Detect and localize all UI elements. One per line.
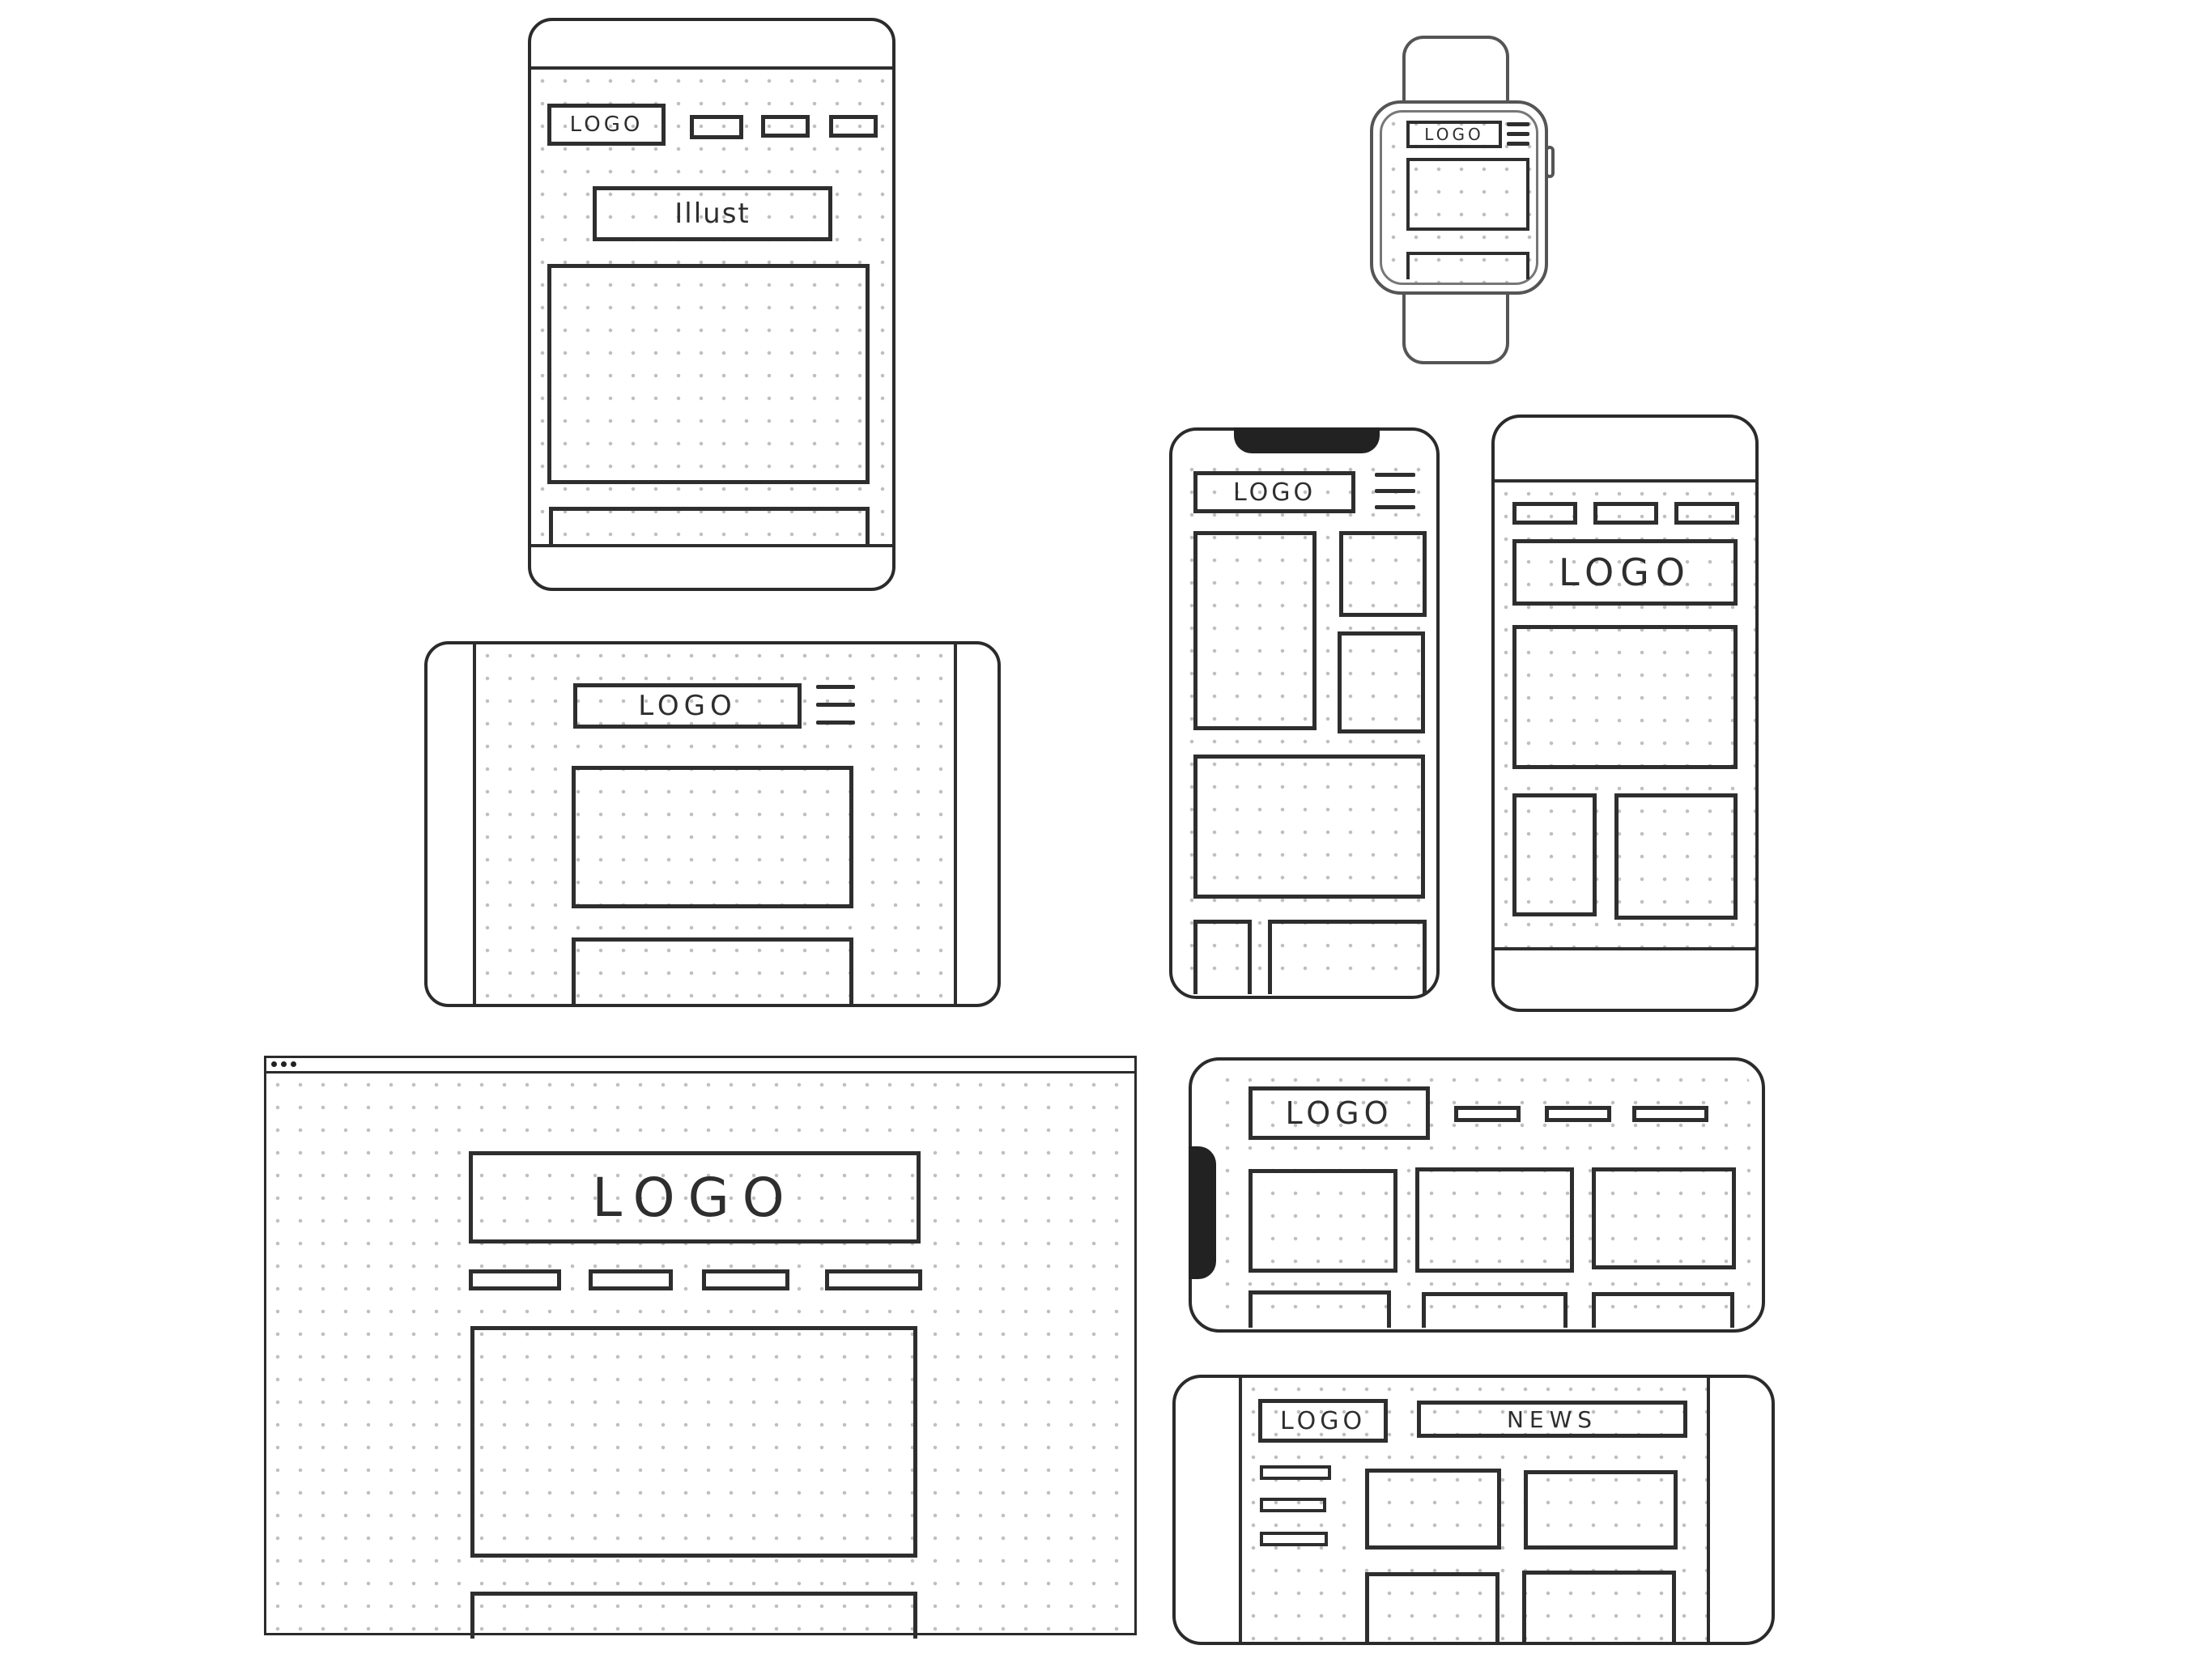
phone-classic-bottom-bezel	[1495, 947, 1755, 950]
logo-box: LOGO	[547, 104, 666, 146]
footer-content-box	[470, 1592, 917, 1639]
phone-landscape-classic-screen: LOGO NEWS	[1242, 1378, 1707, 1642]
tablet-portrait-screen: LOGO Illust	[531, 70, 892, 544]
logo-box: LOGO	[1193, 471, 1355, 513]
smartwatch-device: LOGO	[1370, 36, 1556, 364]
logo-box: LOGO	[1249, 1086, 1430, 1140]
footer-block	[1193, 920, 1252, 994]
news-card-box	[1524, 1470, 1678, 1550]
nav-item-box	[1512, 502, 1577, 525]
nav-item-box	[1674, 502, 1739, 525]
desktop-browser-window: LOGO	[264, 1056, 1137, 1639]
sidebar-link-box	[1260, 1532, 1328, 1546]
tablet-portrait-device: LOGO Illust	[528, 18, 895, 591]
tablet-landscape-left-bezel	[473, 644, 476, 1004]
camera-notch-icon	[1234, 427, 1380, 453]
hamburger-icon	[1375, 473, 1415, 512]
content-block-small	[1338, 631, 1425, 733]
content-block	[1415, 1167, 1574, 1273]
footer-content-box	[572, 937, 853, 1004]
logo-box: LOGO	[1512, 539, 1738, 606]
nav-item-box	[761, 115, 810, 138]
content-block	[1592, 1167, 1736, 1269]
nav-item-box	[469, 1269, 561, 1290]
logo-box: LOGO	[1258, 1399, 1388, 1443]
logo-box: LOGO	[469, 1151, 921, 1244]
sidebar-link-box	[1260, 1498, 1326, 1512]
tablet-landscape-screen: LOGO	[476, 644, 954, 1004]
news-card-box	[1522, 1571, 1676, 1642]
content-block-small	[1339, 531, 1427, 617]
phone-landscape-left-bezel	[1239, 1378, 1242, 1642]
tablet-landscape-right-bezel	[954, 644, 957, 1004]
illust-box: Illust	[593, 186, 832, 241]
nav-item-box	[1454, 1106, 1521, 1122]
footer-block	[1249, 1290, 1391, 1328]
news-card-box	[1365, 1572, 1499, 1642]
tablet-portrait-bottom-bezel	[531, 544, 892, 547]
hamburger-icon	[816, 685, 855, 727]
nav-item-box	[1545, 1106, 1611, 1122]
hero-image-box	[1512, 625, 1738, 769]
content-block-small	[1512, 793, 1597, 916]
nav-item-box	[1632, 1106, 1708, 1122]
sidebar-link-box	[1260, 1465, 1331, 1480]
footer-block	[1422, 1292, 1568, 1328]
content-block-wide	[1193, 755, 1425, 899]
camera-notch-icon	[1189, 1146, 1216, 1279]
watch-band-top	[1402, 36, 1509, 105]
hamburger-icon	[1507, 122, 1529, 147]
watch-footer-box	[1406, 252, 1529, 279]
content-block	[1249, 1169, 1397, 1273]
logo-box: LOGO	[1406, 121, 1502, 148]
nav-item-box	[690, 115, 743, 139]
browser-viewport: LOGO	[266, 1073, 1134, 1639]
phone-classic-top-bezel	[1495, 479, 1755, 483]
footer-content-box	[549, 507, 870, 544]
hero-image-box	[470, 1326, 917, 1558]
content-block-small	[1614, 793, 1738, 920]
window-controls-icon	[271, 1061, 299, 1068]
phone-landscape-classic-device: LOGO NEWS	[1172, 1375, 1775, 1645]
hero-image-box	[547, 264, 870, 484]
watch-content-box	[1406, 158, 1529, 231]
tablet-landscape-device: LOGO	[424, 641, 1001, 1007]
footer-block	[1268, 920, 1427, 994]
phone-notch-device: LOGO	[1169, 427, 1440, 999]
logo-box: LOGO	[573, 683, 802, 729]
news-card-box	[1365, 1469, 1501, 1550]
phone-landscape-device: LOGO	[1189, 1057, 1765, 1333]
watch-screen: LOGO	[1380, 110, 1538, 285]
nav-item-box	[1593, 502, 1658, 525]
nav-item-box	[589, 1269, 673, 1290]
footer-block	[1592, 1292, 1734, 1328]
phone-classic-screen: LOGO	[1495, 483, 1755, 947]
nav-item-box	[702, 1269, 789, 1290]
phone-landscape-right-bezel	[1707, 1378, 1710, 1642]
tablet-portrait-top-bezel	[531, 66, 892, 70]
content-block-large	[1193, 531, 1317, 730]
nav-item-box	[825, 1269, 922, 1290]
phone-landscape-screen: LOGO	[1216, 1069, 1750, 1328]
phone-notch-screen: LOGO	[1180, 458, 1428, 994]
news-box: NEWS	[1417, 1401, 1687, 1438]
phone-classic-device: LOGO	[1491, 414, 1759, 1012]
browser-titlebar	[266, 1058, 1134, 1073]
nav-item-box	[829, 115, 878, 138]
hero-image-box	[572, 766, 853, 908]
watch-band-bottom	[1402, 288, 1509, 364]
